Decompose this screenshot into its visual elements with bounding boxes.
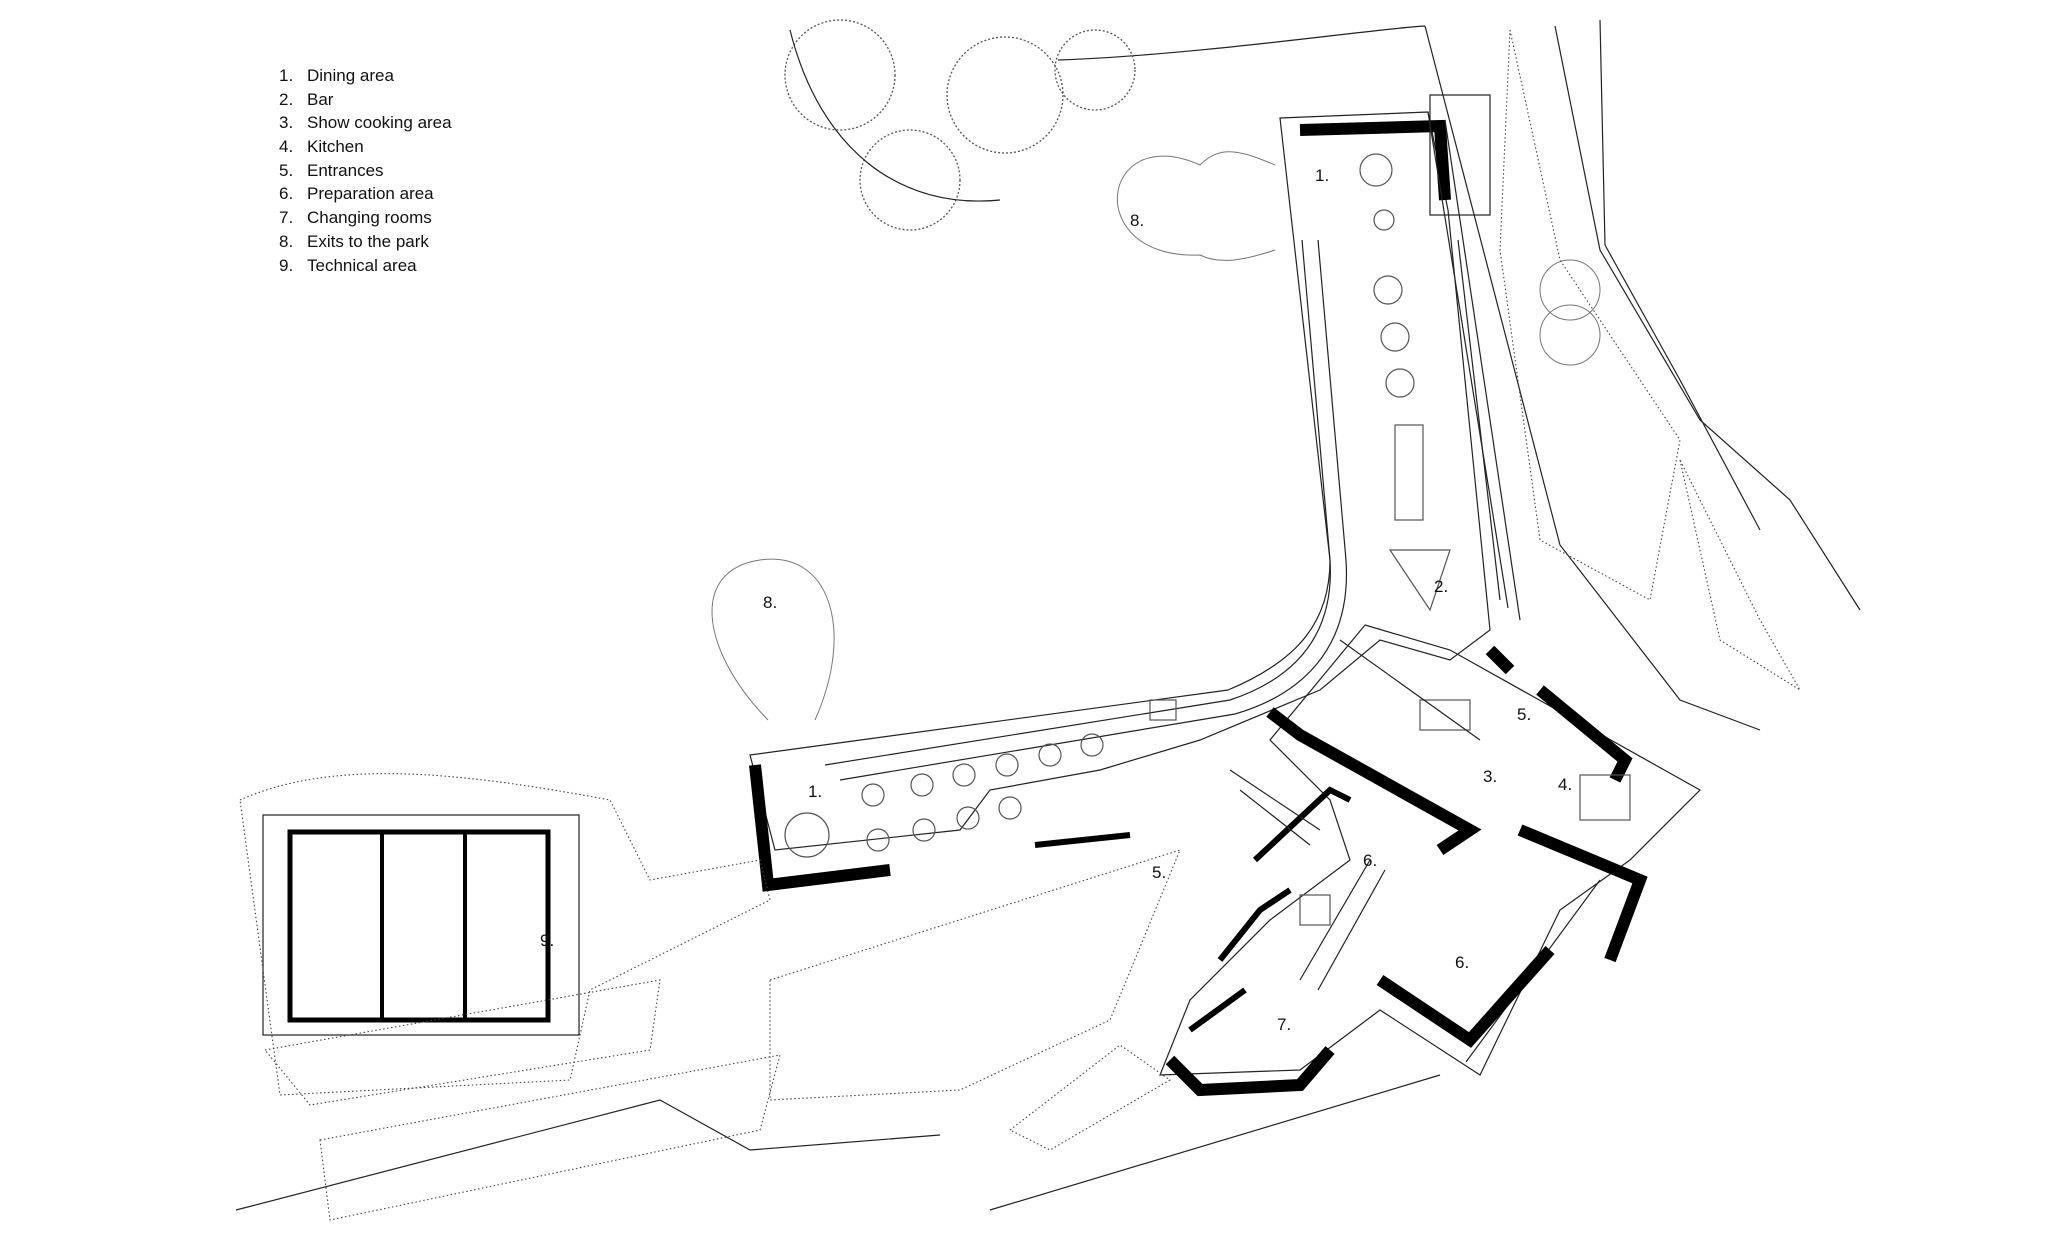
hedges [239,29,1801,1221]
legend-label: Changing rooms [307,208,432,228]
legend-item: 4. Kitchen [279,135,452,159]
legend: 1. Dining area 2. Bar 3. Show cooking area 4. K… [279,64,452,277]
legend-item: 5. Entrances [279,159,452,183]
legend-label: Exits to the park [307,231,429,251]
plan-labels: 1. 1. 2. 3. 4. 5. 5. 6. 6. 7. 8. 8. 9. [540,166,1572,1034]
label-show-cooking: 3. [1483,767,1497,786]
legend-label: Entrances [307,160,384,180]
legend-label: Show cooking area [307,113,452,133]
legend-label: Technical area [307,255,417,275]
legend-number: 9. [279,255,294,275]
technical-area [262,814,580,1036]
label-technical: 9. [540,931,554,950]
legend-label: Kitchen [307,137,364,157]
legend-label: Bar [307,89,334,109]
legend-item: 3. Show cooking area [279,111,452,135]
label-exit-north: 8. [1130,211,1144,230]
legend-item: 6. Preparation area [279,182,452,206]
legend-item: 9. Technical area [279,254,452,278]
legend-item: 2. Bar [279,88,452,112]
legend-item: 1. Dining area [279,64,452,88]
label-entrance-south: 5. [1152,863,1166,882]
dining-tables [784,153,1451,858]
label-prep-north: 6. [1363,851,1377,870]
label-exit-west: 8. [763,593,777,612]
label-kitchen: 4. [1558,775,1572,794]
dining-wing [749,94,1521,892]
legend-item: 8. Exits to the park [279,230,452,254]
legend-number: 1. [279,66,294,85]
tree-group-north [784,19,1136,231]
legend-number: 4. [279,137,294,157]
label-dining-north: 1. [1315,166,1329,185]
legend-item: 7. Changing rooms [279,206,452,230]
legend-number: 5. [279,160,294,180]
site-boundary [235,19,1861,1211]
legend-number: 8. [279,231,294,251]
legend-number: 3. [279,113,294,133]
legend-number: 6. [279,184,294,204]
label-changing: 7. [1277,1015,1291,1034]
label-bar: 2. [1434,577,1448,596]
label-prep-south: 6. [1455,953,1469,972]
legend-label: Preparation area [307,184,434,204]
legend-number: 7. [279,208,294,228]
legend-label: Dining area [307,66,394,85]
label-dining-west: 1. [808,782,822,801]
service-block [1159,624,1701,1097]
exit-paths [711,151,1601,721]
legend-number: 2. [279,89,294,109]
label-entrance-east: 5. [1517,705,1531,724]
